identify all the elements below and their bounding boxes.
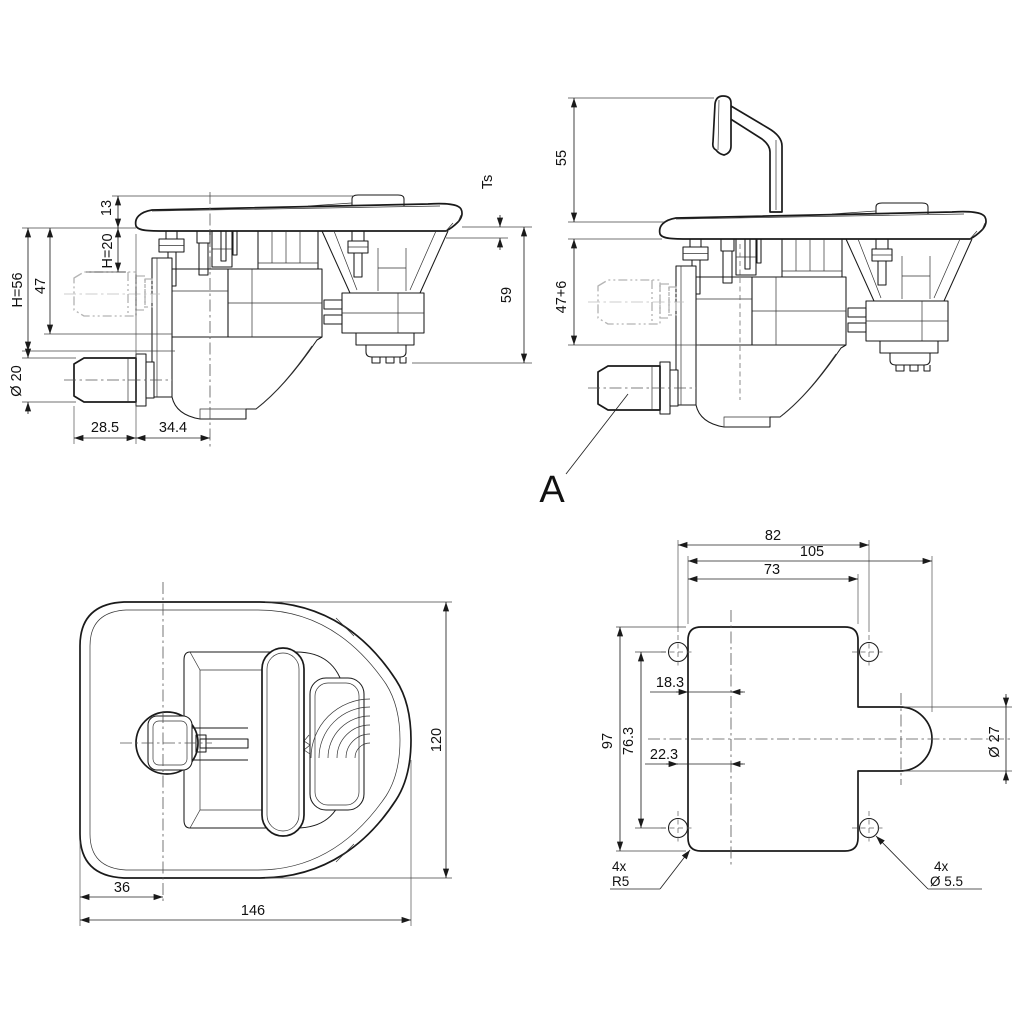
dim-34-4: 34.4 [159,420,187,436]
dim-120: 120 [429,728,445,752]
view-side-closed: 13 H=20 47 H=56 Ø 20 28.5 34.4 Ts 59 [9,175,532,448]
view-front: 120 36 146 [79,582,452,926]
dim-146: 146 [241,903,265,919]
grip-pad [303,677,371,811]
dim-dia27: Ø 27 [987,726,1003,757]
dim-73: 73 [764,562,780,578]
handle-arm [728,105,783,213]
hole-leader [875,835,929,890]
dim-dia20: Ø 20 [9,365,25,396]
dim-28-5: 28.5 [91,420,119,436]
key-rod [199,738,249,749]
dim-ts: Ts [480,175,496,190]
dim-13: 13 [99,200,115,216]
grip-ribs [310,698,371,759]
handle-lever [711,95,783,213]
view-side-open: A 55 47+6 [539,95,987,511]
dim-105: 105 [800,544,824,560]
note-d55-qty: 4x [934,859,949,874]
handle-front [261,647,305,837]
dim-h20: H=20 [100,233,116,268]
handle-paddle [711,95,732,156]
dim-47-6: 47+6 [554,281,570,314]
dim-36: 36 [114,880,130,896]
detail-label-a: A [539,469,565,511]
dim-59: 59 [499,287,515,303]
r5-leader [659,849,691,890]
dim-76-3: 76.3 [621,727,637,755]
view-mounting: 82 105 73 97 76.3 18.3 22.3 Ø 27 4x R5 4… [600,528,1013,890]
detail-a-leader [565,393,629,475]
dim-55: 55 [554,150,570,166]
mounting-holes [661,635,886,845]
dim-82: 82 [765,528,781,544]
note-d55: Ø 5.5 [930,874,963,889]
note-r5-qty: 4x [612,859,627,874]
dim-47: 47 [33,278,49,294]
front-shell-outline [79,601,412,879]
dim-97: 97 [600,733,616,749]
dim-h56: H=56 [10,272,26,307]
dim-22-3: 22.3 [650,747,678,763]
dim-18-3: 18.3 [656,675,684,691]
note-r5: R5 [612,874,629,889]
spring-mark [303,734,311,755]
